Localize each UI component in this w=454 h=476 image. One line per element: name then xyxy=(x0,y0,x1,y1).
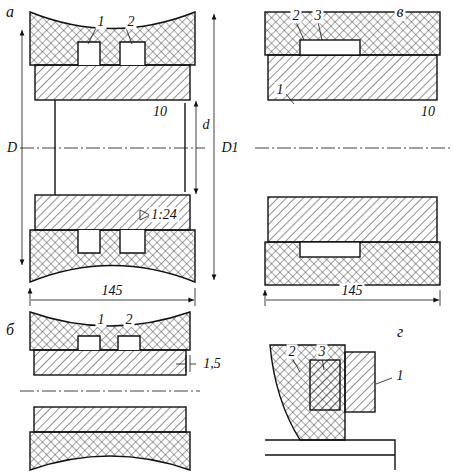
view-a xyxy=(20,12,214,306)
callout-number: d xyxy=(201,117,212,132)
view-letter: а xyxy=(4,3,16,21)
view-g xyxy=(265,345,395,470)
view-letter: г xyxy=(395,323,405,341)
callout-number: 10 xyxy=(151,104,169,119)
callout-number: 145 xyxy=(340,283,365,298)
view-b xyxy=(20,312,200,470)
callout-number: 1 xyxy=(96,312,107,327)
view-letter: б xyxy=(4,321,16,339)
callout-number: 10 xyxy=(419,104,437,119)
callout-number: 1 xyxy=(275,82,286,97)
callout-number: 2 xyxy=(126,14,137,29)
callout-number: 2 xyxy=(287,344,298,359)
view-v xyxy=(255,12,450,306)
view-letter: в xyxy=(395,3,406,21)
callout-number: 2 xyxy=(291,8,302,23)
callout-number: 3 xyxy=(313,8,324,23)
callout-number: 1,5 xyxy=(201,356,223,371)
callout-number: 3 xyxy=(317,344,328,359)
callout-number: 1 xyxy=(96,14,107,29)
callout-number: 1 xyxy=(395,368,406,383)
callout-number: 145 xyxy=(100,283,125,298)
callout-number: D1 xyxy=(219,140,240,155)
callout-number: 2 xyxy=(124,312,135,327)
callout-number: D xyxy=(5,140,19,155)
callout-number: 1:24 xyxy=(149,207,179,222)
